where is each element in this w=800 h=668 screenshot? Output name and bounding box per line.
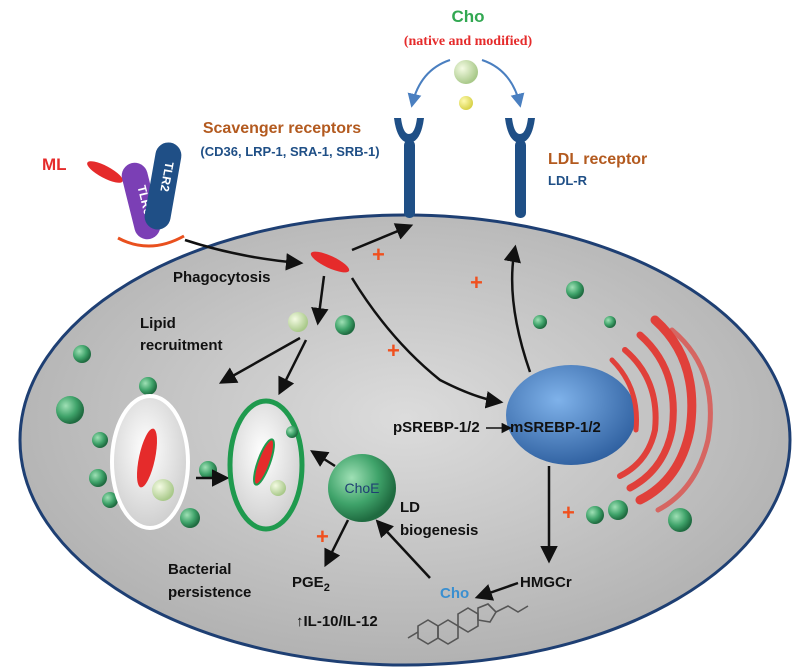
- lipid-droplet: [566, 281, 584, 299]
- lipid-droplet: [56, 396, 84, 424]
- ml-to-scavenger-arrow: [351, 223, 414, 252]
- plus-nucleus: +: [387, 338, 400, 363]
- lipid-droplet: [533, 315, 547, 329]
- lipid-droplet: [668, 508, 692, 532]
- plus-scavenger: +: [372, 242, 385, 267]
- vacuole2-droplet: [286, 426, 298, 438]
- lipid-droplet: [604, 316, 616, 328]
- lipid-droplet: [89, 469, 107, 487]
- msrebp-label: mSREBP-1/2: [510, 419, 601, 436]
- choe-label: ChoE: [344, 480, 379, 496]
- cho-particle-small: [459, 96, 473, 110]
- lipid-droplet: [102, 492, 118, 508]
- tlr2-receptor-icon: TLR2: [144, 142, 182, 230]
- scavenger-receptors-title: Scavenger receptors: [203, 120, 361, 137]
- lipid-droplet: [608, 500, 628, 520]
- ml-bacterium: [87, 161, 123, 183]
- cholesterol-molecule-icon: [407, 603, 529, 645]
- lipid-droplet: [180, 508, 200, 528]
- cho-to-scavenger-arrow: [407, 59, 451, 108]
- cho-title: Cho: [451, 7, 484, 26]
- bacterial-persistence-line2: persistence: [168, 584, 251, 601]
- ml-to-nucleus-arrow: [350, 277, 504, 409]
- lipid-to-vacuole2-arrow: [278, 339, 308, 396]
- plus-pge2: +: [316, 524, 329, 549]
- il-label: ↑IL-10/IL-12: [296, 613, 378, 630]
- plus-ldlr: +: [470, 270, 483, 295]
- hmgcr-label: HMGCr: [520, 574, 572, 591]
- bacterial-persistence-line1: Bacterial: [168, 561, 231, 578]
- phagocytosed-ml: [310, 251, 350, 273]
- cho-subtitle: (native and modified): [404, 34, 533, 49]
- nucleus: [506, 365, 636, 465]
- vacuole2-lipid: [270, 480, 286, 496]
- lipid-droplet: [139, 377, 157, 395]
- lipid-recruitment-line2: recruitment: [140, 337, 223, 354]
- vacuole-ml: [136, 428, 158, 488]
- ldl-receptor-title: LDL receptor: [548, 151, 647, 168]
- lipid-recruitment-line1: Lipid: [140, 315, 176, 332]
- choe-to-vacuole-arrow: [310, 450, 336, 468]
- psrebp-label: pSREBP-1/2: [393, 419, 480, 436]
- ldl-receptor-abbr: LDL-R: [548, 173, 588, 188]
- choe-droplet: [328, 454, 396, 522]
- lipid-to-vacuole1-arrow: [218, 336, 301, 384]
- choe-to-pge2-arrow: [324, 519, 350, 568]
- tlr2-label: TLR2: [157, 161, 176, 193]
- ld-biogenesis-line1: LD: [400, 499, 420, 516]
- lipid-droplet: [335, 315, 355, 335]
- scavenger-receptor-icon: [394, 118, 424, 218]
- recruited-lipid: [288, 312, 308, 332]
- phagocytosis-arrow: [184, 238, 304, 271]
- vacuole2-ml: [253, 438, 275, 486]
- phagocytosis-label: Phagocytosis: [173, 269, 271, 286]
- lipid-droplet: [199, 461, 217, 479]
- pge2-label: PGE2: [292, 574, 330, 594]
- ld-biogenesis-line2: biogenesis: [400, 522, 478, 539]
- cho-inner-label: Cho: [440, 585, 469, 602]
- ldl-receptor-icon: [505, 118, 535, 218]
- lipid-droplet: [92, 432, 108, 448]
- cho-to-ldlr-arrow: [481, 59, 525, 108]
- scavenger-receptors-list: (CD36, LRP-1, SRA-1, SRB-1): [200, 144, 379, 159]
- cho-particle-large: [454, 60, 478, 84]
- ml-label: ML: [42, 155, 67, 174]
- vacuole-lipid: [152, 479, 174, 501]
- hmgcr-to-cho-arrow: [474, 581, 519, 601]
- cho-to-choe-arrow: [375, 519, 431, 579]
- lipid-droplet: [73, 345, 91, 363]
- ml-down-arrow: [311, 275, 329, 326]
- nucleus-to-ldlr-arrow: [503, 244, 532, 373]
- endoplasmic-reticulum: [609, 315, 713, 513]
- tlr-membrane-arc: [117, 234, 185, 248]
- lipid-droplet: [586, 506, 604, 524]
- plus-hmgcr: +: [562, 500, 575, 525]
